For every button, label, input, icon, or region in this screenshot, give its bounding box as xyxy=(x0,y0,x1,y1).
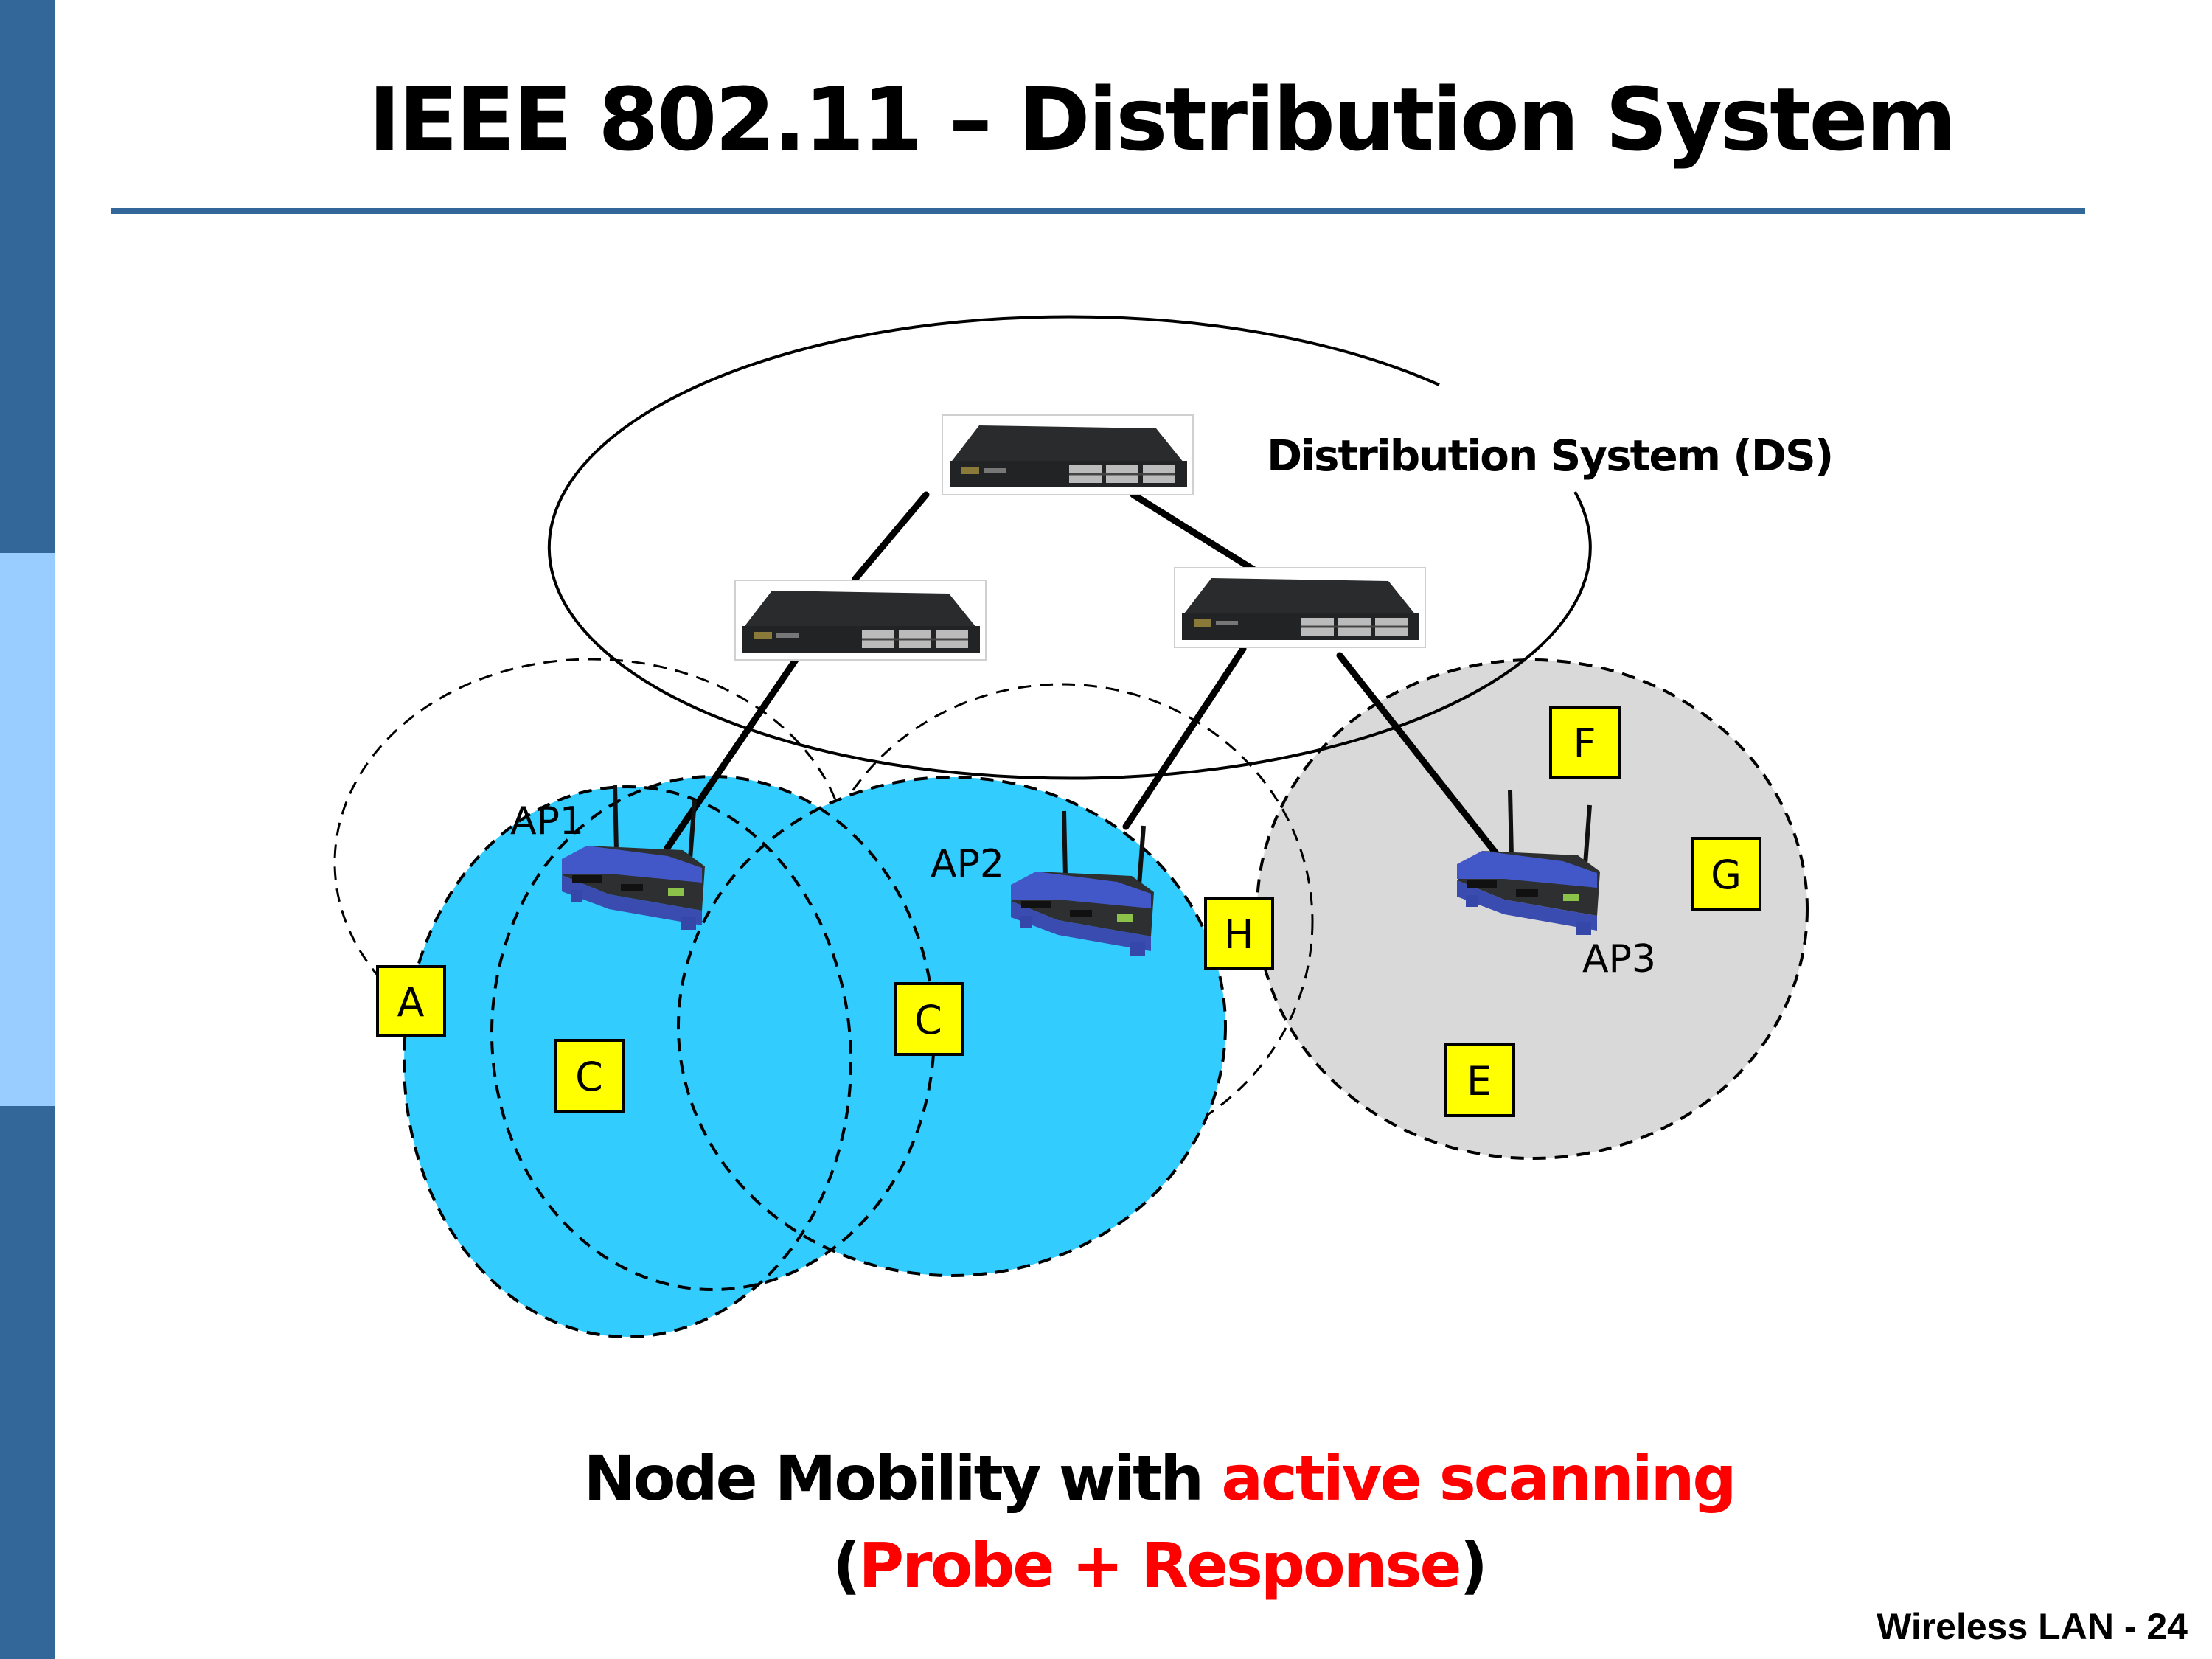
link-root-right xyxy=(1130,491,1258,574)
link-right-ap2 xyxy=(1122,645,1247,830)
caption-line-2-highlight: Probe + Response xyxy=(859,1529,1460,1601)
switch-root-icon xyxy=(941,414,1194,496)
switch-left-icon xyxy=(734,579,987,661)
ds-boundary-ellipse xyxy=(547,315,1592,780)
ap1-label: AP1 xyxy=(510,799,584,844)
title-rule xyxy=(111,208,2085,214)
svg-text:C: C xyxy=(575,1054,603,1100)
caption-open-paren: ( xyxy=(832,1529,858,1601)
link-left-ap1 xyxy=(664,656,799,852)
svg-text:C: C xyxy=(914,997,942,1043)
sidebar-top-segment xyxy=(0,0,55,553)
link-right-ap3 xyxy=(1336,652,1507,866)
node-f: F xyxy=(1549,706,1621,779)
caption-line-1-prefix: Node Mobility with xyxy=(583,1442,1221,1514)
svg-text:E: E xyxy=(1467,1058,1492,1105)
sidebar-middle-segment xyxy=(0,553,55,1106)
mobile-node-coverage-trail xyxy=(403,775,1227,1338)
svg-text:F: F xyxy=(1573,720,1596,767)
svg-text:H: H xyxy=(1224,911,1254,958)
ds-label: Distribution System (DS) xyxy=(1267,431,1832,481)
slide-footer: Wireless LAN - 24 xyxy=(1877,1606,2188,1647)
svg-text:G: G xyxy=(1711,852,1742,898)
ap3-label: AP3 xyxy=(1582,937,1656,981)
node-h: H xyxy=(1204,897,1274,970)
node-c-previous: C xyxy=(554,1039,625,1113)
node-g: G xyxy=(1691,837,1761,911)
node-e: E xyxy=(1444,1043,1515,1117)
ap2-label: AP2 xyxy=(931,842,1004,886)
sidebar-bottom-segment xyxy=(0,1106,55,1659)
node-a: A xyxy=(376,965,446,1037)
slide-title: IEEE 802.11 – Distribution System xyxy=(368,69,1954,170)
caption-line-2: (Probe + Response) xyxy=(832,1529,1486,1601)
svg-text:A: A xyxy=(397,979,425,1026)
caption-line-1: Node Mobility with active scanning xyxy=(583,1442,1734,1514)
ds-links xyxy=(664,491,1507,866)
caption-close-paren: ) xyxy=(1459,1529,1485,1601)
link-root-left xyxy=(852,491,930,582)
caption-line-1-highlight: active scanning xyxy=(1221,1442,1734,1514)
node-c-current: C xyxy=(894,982,964,1056)
switch-right-icon xyxy=(1173,566,1427,649)
